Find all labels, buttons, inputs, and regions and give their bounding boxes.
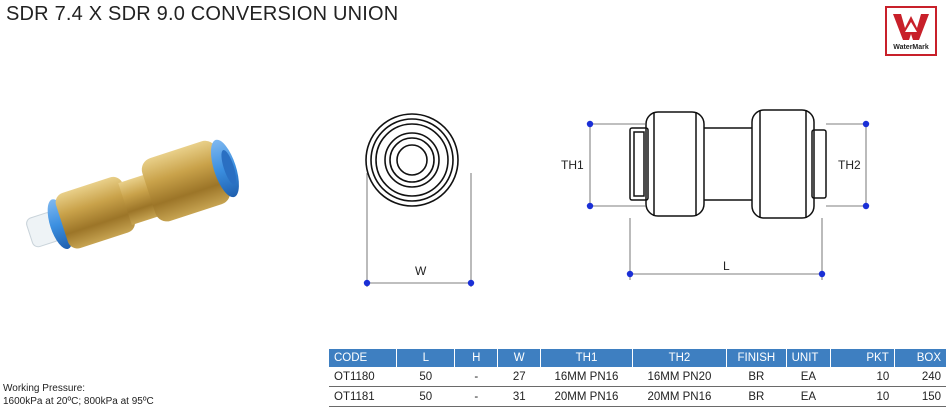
- cell-unit: EA: [786, 386, 831, 407]
- front-view-drawing: [363, 113, 475, 287]
- cell-h: -: [454, 367, 498, 387]
- product-photo: [26, 139, 239, 250]
- cell-pkt: 10: [830, 386, 895, 407]
- col-code: CODE: [329, 349, 398, 367]
- dimension-th1-label: TH1: [561, 158, 584, 172]
- cell-l: 50: [396, 386, 455, 407]
- col-h: H: [454, 349, 499, 367]
- watermark-logo: WaterMark: [885, 6, 937, 56]
- dimension-w-label: W: [415, 264, 427, 278]
- page-title: SDR 7.4 X SDR 9.0 CONVERSION UNION: [6, 3, 399, 25]
- cell-unit: EA: [786, 367, 831, 387]
- table-row: OT1181 50 - 31 20MM PN16 20MM PN16 BR EA…: [329, 386, 946, 407]
- watermark-label: WaterMark: [893, 44, 929, 51]
- cell-th2: 20MM PN16: [632, 386, 727, 407]
- spec-table: CODE L H W TH1 TH2 FINISH UNIT PKT BOX O…: [329, 349, 946, 407]
- cell-th1: 16MM PN16: [540, 367, 633, 387]
- dimension-l-label: L: [723, 259, 730, 273]
- dimension-th2-label: TH2: [838, 158, 861, 172]
- cell-code: OT1180: [329, 367, 397, 387]
- cell-th2: 16MM PN20: [632, 367, 727, 387]
- cell-box: 150: [894, 386, 946, 407]
- col-unit: UNIT: [786, 349, 832, 367]
- cell-h: -: [454, 386, 498, 407]
- cell-box: 240: [894, 367, 946, 387]
- col-l: L: [396, 349, 456, 367]
- working-pressure-note: Working Pressure: 1600kPa at 20ºC; 800kP…: [3, 382, 154, 408]
- col-box: BOX: [894, 349, 946, 367]
- col-pkt: PKT: [830, 349, 895, 367]
- col-w: W: [497, 349, 542, 367]
- side-view-drawing: [586, 109, 870, 280]
- cell-l: 50: [396, 367, 455, 387]
- cell-finish: BR: [726, 386, 787, 407]
- cell-th1: 20MM PN16: [540, 386, 633, 407]
- cell-code: OT1181: [329, 386, 397, 407]
- col-th1: TH1: [540, 349, 633, 367]
- table-row: OT1180 50 - 27 16MM PN16 16MM PN20 BR EA…: [329, 367, 946, 387]
- pressure-values: 1600kPa at 20ºC; 800kPa at 95ºC: [3, 396, 154, 407]
- table-header-row: CODE L H W TH1 TH2 FINISH UNIT PKT BOX: [329, 349, 946, 367]
- pressure-label: Working Pressure:: [3, 383, 86, 394]
- cell-w: 27: [497, 367, 541, 387]
- cell-w: 31: [497, 386, 541, 407]
- col-th2: TH2: [632, 349, 728, 367]
- col-finish: FINISH: [726, 349, 787, 367]
- cell-pkt: 10: [830, 367, 895, 387]
- cell-finish: BR: [726, 367, 787, 387]
- watermark-icon: [893, 14, 929, 40]
